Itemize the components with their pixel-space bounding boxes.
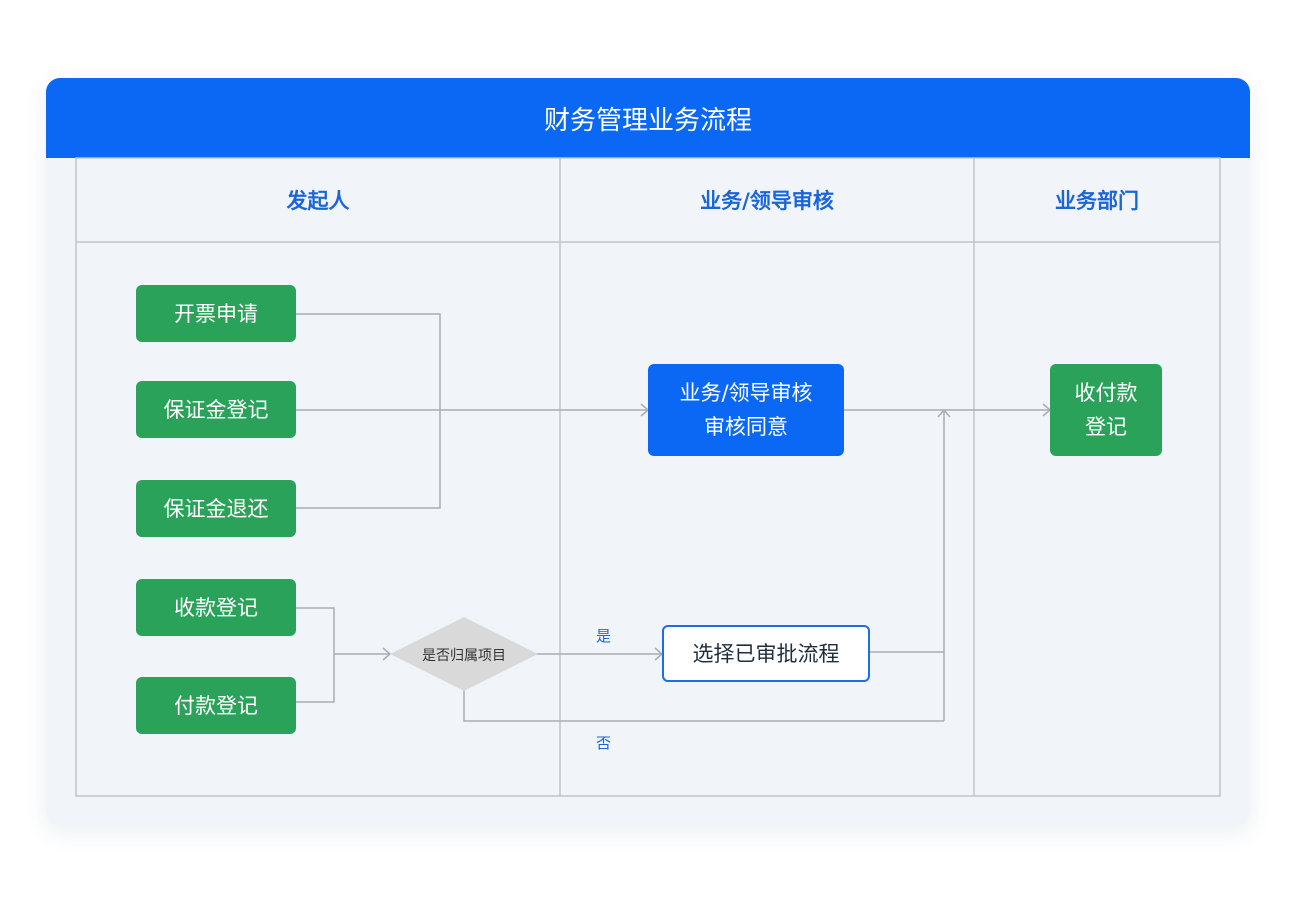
- node-review-line1: 业务/领导审核: [679, 381, 813, 405]
- decision-label: 是否归属项目: [422, 648, 506, 664]
- node-review-approved: 业务/领导审核 审核同意: [648, 364, 844, 456]
- node-review-line2: 审核同意: [704, 415, 788, 439]
- edge-label-yes: 是: [596, 627, 612, 645]
- node-select-process: 选择已审批流程: [662, 625, 870, 682]
- node-collect-line1: 收付款: [1074, 381, 1138, 405]
- node-invoice-request: 开票申请: [136, 285, 296, 342]
- node-payment-register: 付款登记: [136, 677, 296, 734]
- edge-label-no: 否: [596, 734, 612, 752]
- lane-title-review: 业务/领导审核: [700, 189, 834, 213]
- node-collect-payment: 收付款 登记: [1050, 364, 1162, 456]
- node-deposit-refund: 保证金退还: [136, 480, 296, 537]
- lane-title-initiator: 发起人: [286, 189, 350, 213]
- lane-title-department: 业务部门: [1055, 189, 1139, 213]
- node-receipt-register: 收款登记: [136, 579, 296, 636]
- node-deposit-register: 保证金登记: [136, 381, 296, 438]
- page-title: 财务管理业务流程: [46, 78, 1250, 158]
- node-collect-line2: 登记: [1085, 415, 1127, 439]
